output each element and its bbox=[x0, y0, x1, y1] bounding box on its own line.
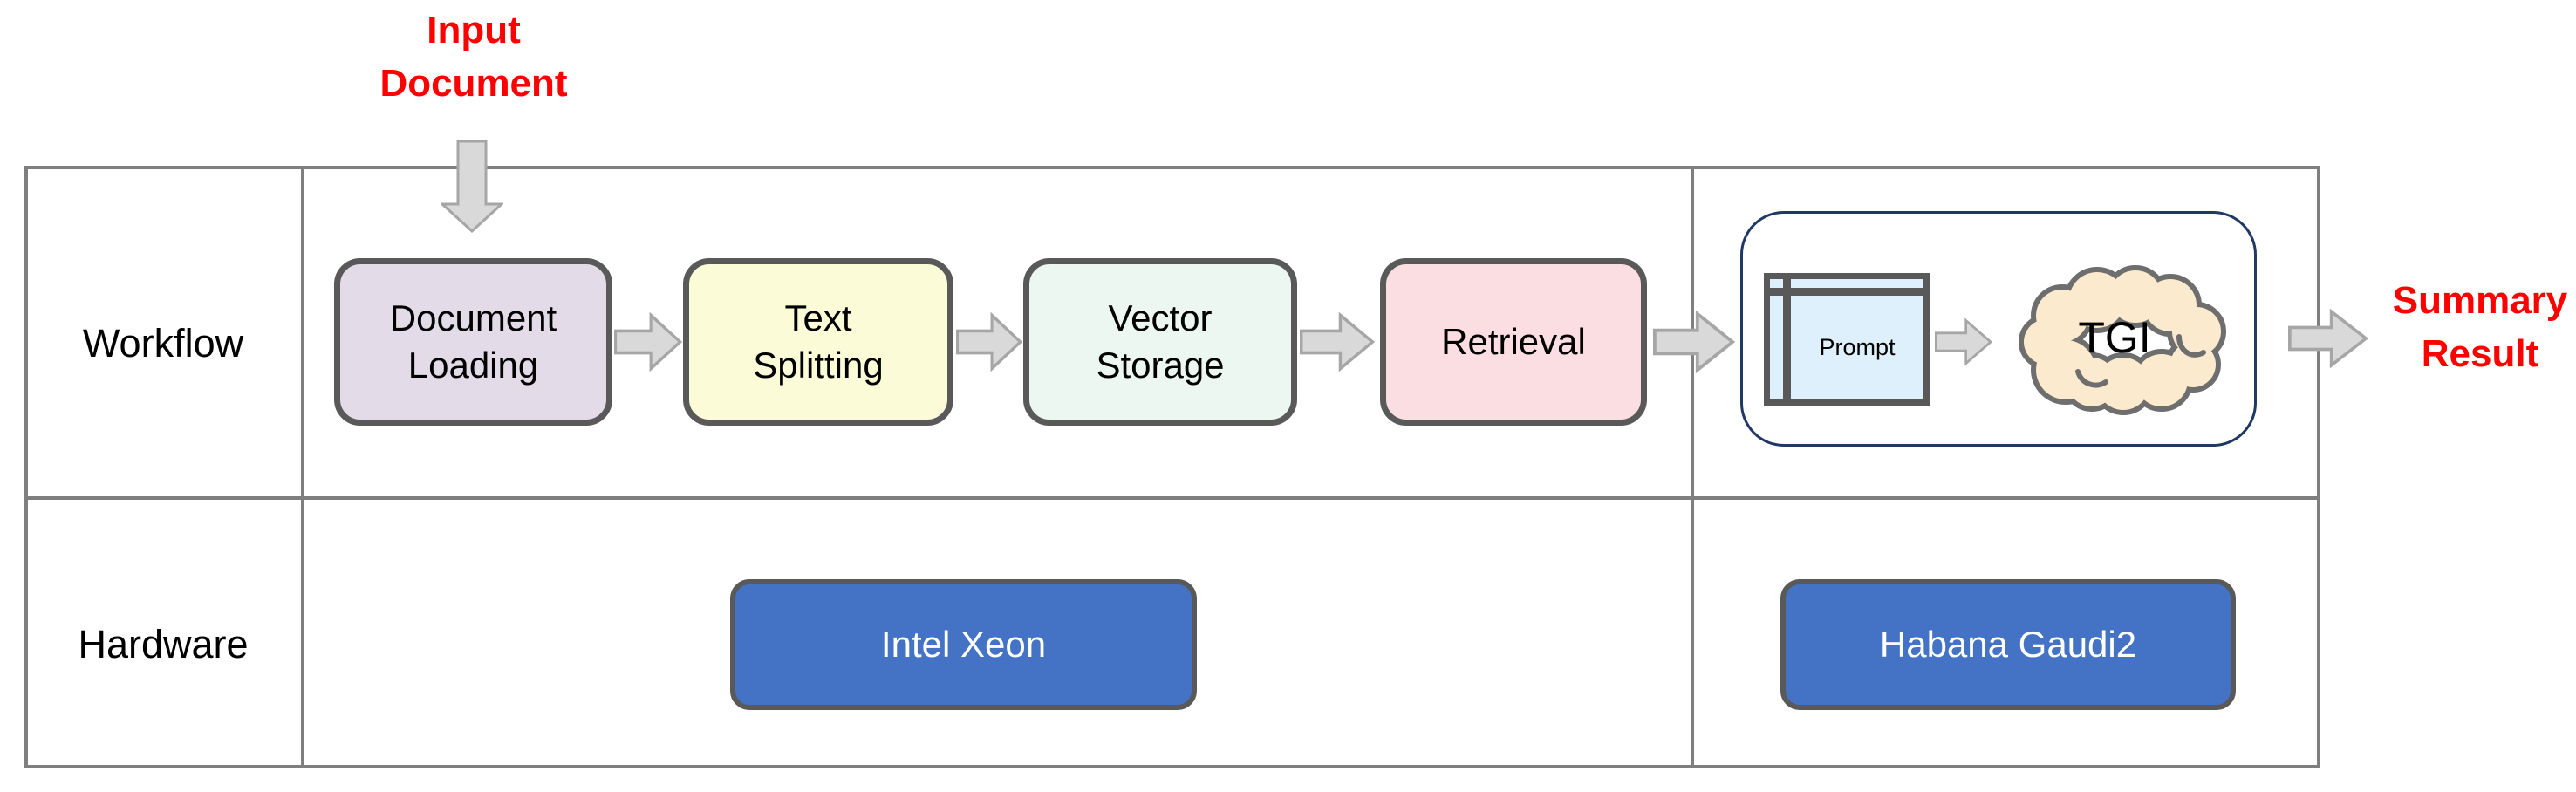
table-row-divider bbox=[24, 496, 2320, 500]
prompt-label: Prompt bbox=[1819, 334, 1896, 360]
row-label-workflow: Workflow bbox=[82, 320, 244, 365]
input-document-label: Input Document bbox=[379, 9, 568, 105]
table-border bbox=[24, 166, 2320, 768]
arrow-splitting-to-storage-icon bbox=[956, 311, 1022, 372]
table-column-divider-left bbox=[301, 166, 304, 768]
tgi-cloud: TGI bbox=[2017, 263, 2230, 417]
prompt-icon-header-bar bbox=[1770, 288, 1923, 296]
step-text-splitting: Text Splitting bbox=[683, 258, 953, 426]
prompt-icon-side-bar bbox=[1783, 279, 1791, 399]
arrow-storage-to-retrieval-icon bbox=[1300, 311, 1375, 372]
tgi-label: TGI bbox=[2078, 313, 2151, 362]
input-down-arrow-icon bbox=[441, 140, 503, 233]
prompt-window-icon: Prompt bbox=[1764, 273, 1930, 406]
arrow-retrieval-to-serving-icon bbox=[1653, 310, 1735, 374]
arrow-serving-to-summary-icon bbox=[2288, 308, 2368, 369]
table-column-divider-right bbox=[1691, 166, 1694, 768]
hardware-habana-gaudi2-box: Habana Gaudi2 bbox=[1780, 579, 2236, 710]
arrow-loading-to-splitting-icon bbox=[614, 311, 682, 372]
step-vector-storage: Vector Storage bbox=[1023, 258, 1297, 426]
row-label-hardware: Hardware bbox=[78, 622, 249, 666]
arrow-prompt-to-tgi-icon bbox=[1935, 317, 1992, 366]
cloud-shape-icon bbox=[2019, 265, 2226, 415]
step-retrieval: Retrieval bbox=[1380, 258, 1647, 426]
hardware-intel-xeon-box: Intel Xeon bbox=[730, 579, 1197, 710]
step-document-loading: Document Loading bbox=[334, 258, 612, 426]
summary-result-label: Summary Result bbox=[2392, 279, 2568, 375]
